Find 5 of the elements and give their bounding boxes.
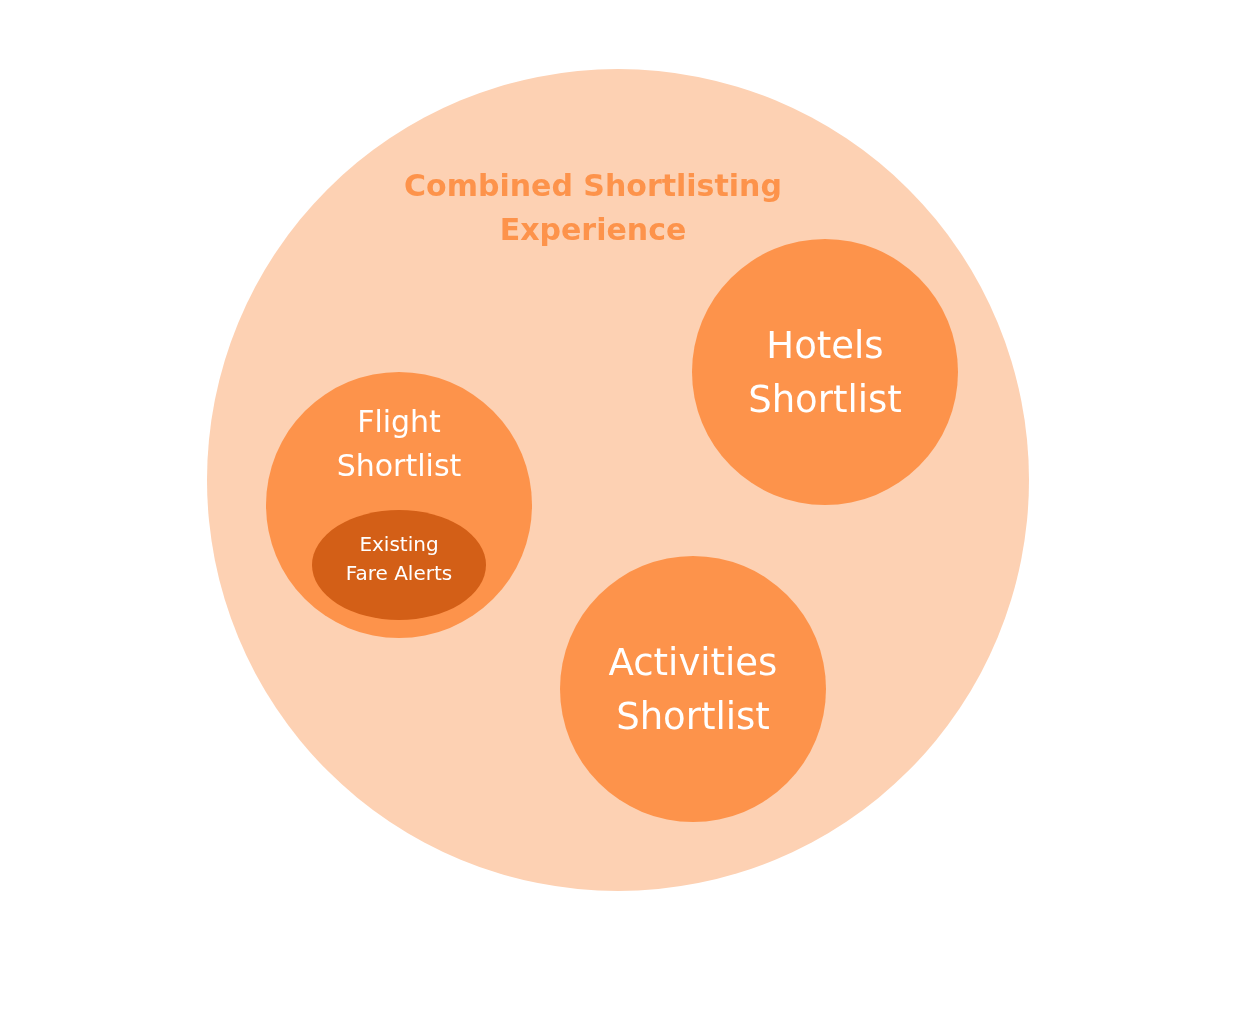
circle-label: Flight Shortlist bbox=[335, 403, 463, 485]
diagram-heading: Combined Shortlisting Experience bbox=[403, 167, 783, 249]
circle-label: Activities Shortlist bbox=[607, 640, 779, 740]
circle-label: Hotels Shortlist bbox=[747, 323, 903, 423]
circle-label: Existing Fare Alerts bbox=[344, 531, 454, 587]
